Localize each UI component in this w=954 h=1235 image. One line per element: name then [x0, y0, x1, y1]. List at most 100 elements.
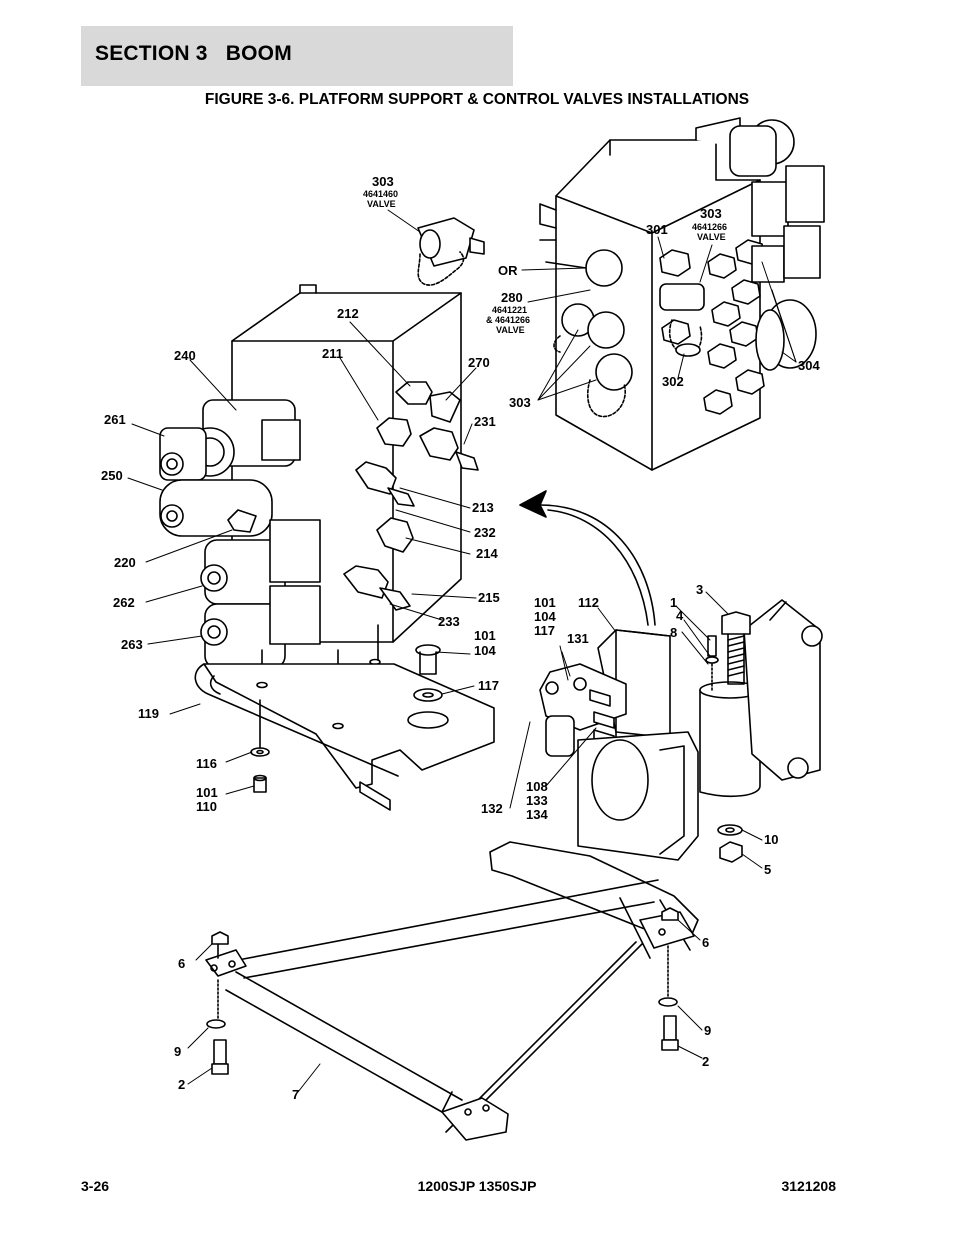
callout-211: 211: [322, 346, 343, 361]
callout-101: 101: [196, 785, 218, 800]
washer-9-left: [206, 1019, 226, 1029]
callout-labels: 303 4641460 VALVE 303 4641266 VALVE 301 …: [101, 174, 820, 1102]
callout-133: 133: [526, 793, 548, 808]
valve-303-left-group: [553, 303, 633, 418]
callout-104: 104: [534, 609, 556, 624]
callout-2: 2: [178, 1077, 185, 1092]
callout-280: 280: [501, 290, 523, 305]
callout-119: 119: [138, 706, 159, 721]
fitting-215: [343, 565, 411, 611]
callout-9: 9: [174, 1044, 181, 1059]
callout-117: 117: [534, 623, 555, 638]
callout-part-and-4641266: & 4641266: [486, 315, 530, 325]
callout-6: 6: [702, 935, 709, 950]
washer-116: [250, 747, 270, 757]
callout-263: 263: [121, 637, 143, 652]
callout-110: 110: [196, 799, 217, 814]
callout-261: 261: [104, 412, 126, 427]
leader-lines: [127, 209, 797, 1093]
bracket-119: [194, 663, 495, 811]
left-valve-block: [159, 284, 479, 727]
callout-valve: VALVE: [367, 199, 396, 209]
callout-262: 262: [113, 595, 135, 610]
callout-5: 5: [764, 862, 771, 877]
callout-220: 220: [114, 555, 136, 570]
callout-valve: VALVE: [697, 232, 726, 242]
callout-104: 104: [474, 643, 496, 658]
solenoid-261: [159, 427, 207, 481]
callout-134: 134: [526, 807, 548, 822]
solenoid-262: [200, 519, 321, 605]
model-numbers: 1200SJP 1350SJP: [417, 1178, 537, 1194]
callout-301: 301: [646, 222, 668, 237]
callout-part-4641221: 4641221: [492, 305, 527, 315]
callout-303: 303: [700, 206, 722, 221]
fitting-220: [227, 509, 257, 533]
washer-117: [413, 688, 443, 702]
callout-303: 303: [509, 395, 531, 410]
callout-4: 4: [676, 608, 684, 623]
page-number: 3-26: [81, 1178, 110, 1194]
fitting-213: [355, 461, 415, 507]
plug-fittings: [659, 239, 765, 415]
figure-title: FIGURE 3-6. PLATFORM SUPPORT & CONTROL V…: [204, 91, 750, 108]
callout-303: 303: [372, 174, 394, 189]
valve-303-4641460: [417, 217, 485, 286]
valve-302: [659, 283, 705, 357]
screw-101-104: [415, 644, 441, 675]
callout-215: 215: [478, 590, 500, 605]
callout-212: 212: [337, 306, 359, 321]
callout-132: 132: [481, 801, 503, 816]
fitting-214: [376, 517, 414, 553]
right-valve-block: [539, 117, 825, 471]
callout-2: 2: [702, 1054, 709, 1069]
callout-304: 304: [798, 358, 820, 373]
solenoid-263: [200, 585, 321, 669]
callout-231: 231: [474, 414, 496, 429]
callout-131: 131: [567, 631, 589, 646]
bolt-2-right: [661, 1015, 679, 1051]
callout-112: 112: [578, 595, 599, 610]
bolt-2-left: [211, 1039, 229, 1075]
callout-8: 8: [670, 625, 677, 640]
nut-5: [719, 841, 743, 863]
fitting-212: [395, 381, 461, 423]
section-title: SECTION 3 BOOM: [95, 42, 292, 65]
callout-214: 214: [476, 546, 498, 561]
fitting-211: [376, 417, 412, 447]
section-header: SECTION 3 BOOM: [81, 26, 513, 86]
callout-240: 240: [174, 348, 196, 363]
callout-232: 232: [474, 525, 496, 540]
callout-116: 116: [196, 756, 217, 771]
callout-270: 270: [468, 355, 490, 370]
callout-part-4641460: 4641460: [363, 189, 398, 199]
callout-108: 108: [526, 779, 548, 794]
callout-10: 10: [764, 832, 778, 847]
fitting-231: [419, 427, 479, 471]
callout-302: 302: [662, 374, 684, 389]
platform-support: [489, 599, 823, 959]
bolt-6-right: [661, 907, 679, 921]
solenoid-250: [159, 479, 273, 537]
callout-213: 213: [472, 500, 494, 515]
callout-part-4641266: 4641266: [692, 222, 727, 232]
solenoid-240: [185, 399, 301, 477]
rotation-arrow: [519, 490, 656, 626]
callout-101: 101: [534, 595, 556, 610]
callout-1: 1: [670, 595, 677, 610]
washer-9-right: [658, 997, 678, 1007]
screw-1-washer-4-8: [705, 635, 719, 691]
callout-or: OR: [498, 263, 518, 278]
washer-10: [717, 824, 743, 836]
document-number: 3121208: [781, 1178, 836, 1194]
callout-9: 9: [704, 1023, 711, 1038]
callout-6: 6: [178, 956, 185, 971]
manual-override-knob: [695, 117, 795, 177]
callout-3: 3: [696, 582, 703, 597]
bolt-3: [721, 611, 751, 685]
screw-101-110: [253, 774, 267, 793]
callout-7: 7: [292, 1087, 299, 1102]
callout-valve: VALVE: [496, 325, 525, 335]
solenoids-304: [751, 165, 825, 371]
